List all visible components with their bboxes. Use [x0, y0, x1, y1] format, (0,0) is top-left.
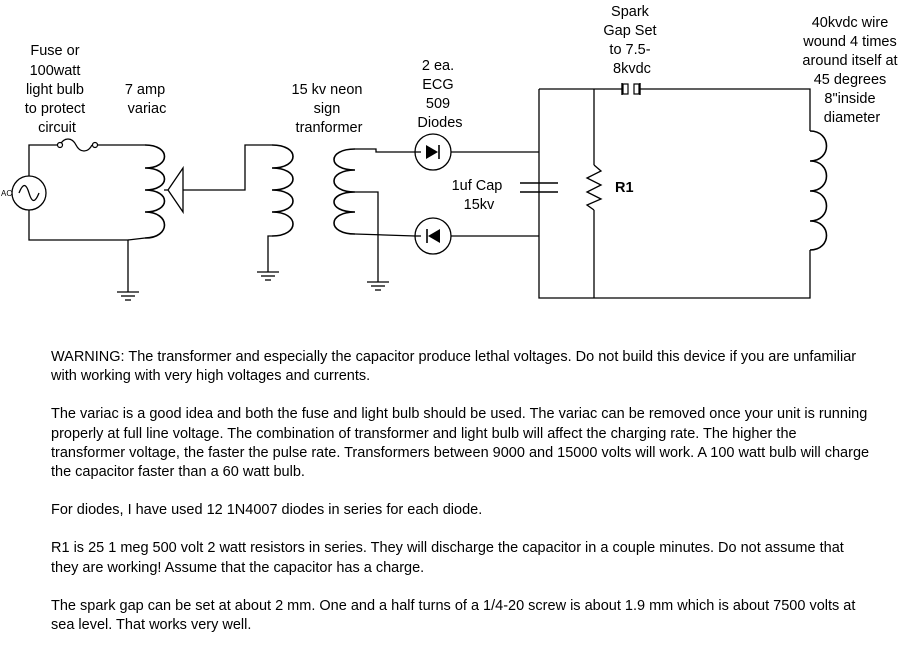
diode-lower — [414, 217, 539, 255]
resistor-note-paragraph: R1 is 25 1 meg 500 volt 2 watt resistors… — [51, 540, 844, 576]
primary-wiring — [28, 144, 145, 292]
ac-source-label: AC — [1, 189, 12, 198]
spark-gap-symbol — [621, 83, 641, 95]
output-wiring — [538, 88, 811, 299]
capacitor-label: 1uf Cap 15kv — [452, 178, 507, 213]
variac-symbol — [127, 144, 272, 241]
spark-gap-label: Spark Gap Set to 7.5- 8kvdc — [603, 4, 660, 77]
fuse-label: Fuse or 100watt light bulb to protect ci… — [25, 43, 89, 136]
output-coil — [809, 130, 828, 251]
warning-paragraph: WARNING: The transformer and especially … — [51, 349, 857, 385]
transformer-primary — [267, 144, 294, 272]
coil-label: 40kvdc wire wound 4 times around itself … — [802, 15, 901, 126]
ground-symbol-secondary — [367, 281, 389, 291]
ground-symbol-primary — [117, 291, 139, 301]
diodes-note-paragraph: For diodes, I have used 12 1N4007 diodes… — [51, 502, 483, 519]
notes-section: WARNING: The transformer and especially … — [51, 348, 871, 654]
resistor-label: R1 — [615, 180, 634, 196]
transformer-secondary — [333, 148, 416, 282]
variac-label: 7 amp variac — [125, 82, 169, 117]
fuse-symbol — [56, 138, 99, 152]
spark-gap-note-paragraph: The spark gap can be set at about 2 mm. … — [51, 597, 856, 634]
variac-note-paragraph: The variac is a good idea and both the f… — [51, 406, 870, 481]
resistor-symbol — [585, 164, 603, 211]
transformer-label: 15 kv neon sign tranformer — [292, 82, 367, 136]
diodes-label: 2 ea. ECG 509 Diodes — [417, 58, 462, 131]
ac-source: AC — [1, 175, 47, 211]
capacitor-symbol — [520, 182, 558, 193]
ground-symbol-transformer — [257, 271, 279, 281]
circuit-diagram: AC — [1, 4, 901, 301]
diode-upper — [414, 133, 539, 171]
